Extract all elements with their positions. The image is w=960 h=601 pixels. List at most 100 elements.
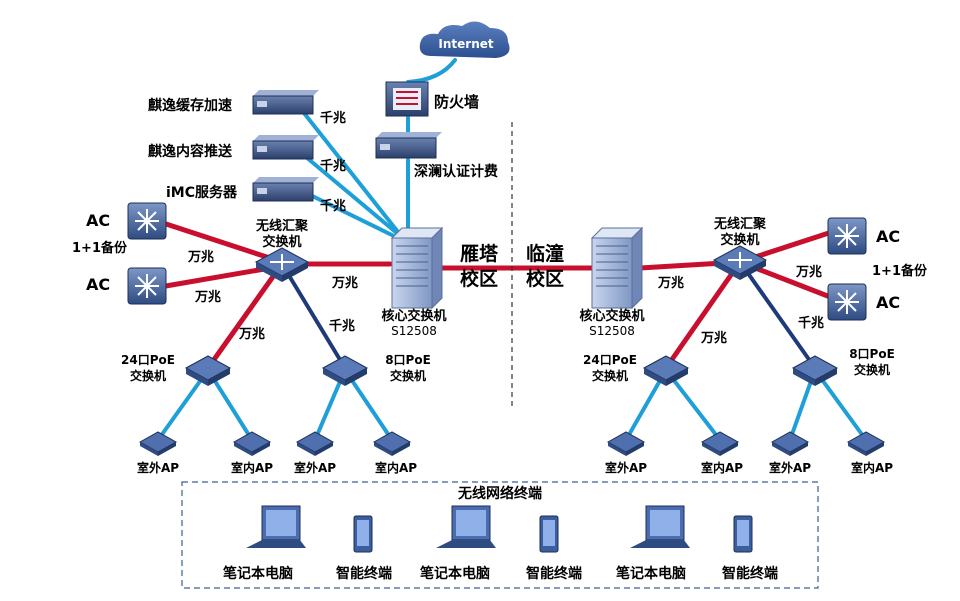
poe24-left-label: 交换机 bbox=[130, 368, 166, 383]
poe8-right-label: 交换机 bbox=[854, 362, 890, 377]
smart-terminal-label: 智能终端 bbox=[525, 565, 582, 582]
ap-link bbox=[813, 368, 868, 442]
server-core-link-2 bbox=[298, 150, 400, 236]
smart-terminal-icon bbox=[353, 515, 373, 553]
laptop-label: 笔记本电脑 bbox=[223, 565, 293, 582]
campus-right-label: 校区 bbox=[526, 267, 564, 290]
server-link-label-3: 千兆 bbox=[320, 198, 346, 214]
access-point-icon bbox=[138, 431, 178, 456]
internet-label: Internet bbox=[438, 37, 493, 51]
poe24-right-label: 24口PoE bbox=[583, 353, 637, 367]
ac-right-bottom-icon bbox=[827, 283, 867, 321]
ap-outdoor-label: 室外AP bbox=[605, 460, 647, 475]
server-link-label-1: 千兆 bbox=[320, 110, 346, 126]
internet-firewall-link bbox=[406, 58, 457, 84]
agg-switch-left-icon bbox=[254, 247, 310, 282]
laptop-icon bbox=[246, 505, 306, 548]
ap-indoor-label: 室内AP bbox=[375, 460, 417, 475]
link-label-10g: 万兆 bbox=[700, 330, 727, 346]
backup-left-label: 1+1备份 bbox=[72, 240, 128, 256]
server-push-icon bbox=[252, 135, 319, 160]
ap-indoor-label: 室内AP bbox=[231, 460, 273, 475]
firewall-label: 防火墙 bbox=[434, 93, 479, 111]
ac-left-top-icon bbox=[127, 202, 167, 240]
ap-outdoor-label: 室外AP bbox=[294, 460, 336, 475]
poe8-right-label: 8口PoE bbox=[849, 347, 895, 361]
ac-left-bottom-label: AC bbox=[86, 275, 110, 294]
poe8-left-label: 交换机 bbox=[390, 368, 426, 383]
access-point-icon bbox=[846, 431, 886, 456]
auth-label: 深澜认证计费 bbox=[414, 163, 498, 180]
ap-outdoor-label: 室外AP bbox=[137, 460, 179, 475]
access-point-icon bbox=[232, 431, 272, 456]
ac-left-top-label: AC bbox=[86, 211, 110, 230]
agg-switch-right-label: 交换机 bbox=[720, 232, 759, 248]
agg-poe24-left-link bbox=[205, 261, 285, 371]
link-label-10g: 万兆 bbox=[187, 249, 214, 265]
server-label-3: iMC服务器 bbox=[166, 184, 238, 201]
ac-left-bottom-icon bbox=[127, 267, 167, 305]
link-label-1g: 千兆 bbox=[798, 315, 824, 331]
server-core-link-3 bbox=[298, 188, 400, 240]
poe24-left-icon bbox=[184, 355, 232, 386]
campus-left-label: 雁塔 bbox=[460, 242, 499, 265]
ac-right-bottom-label: AC bbox=[876, 293, 900, 312]
poe8-right-icon bbox=[791, 355, 839, 386]
campus-left-label: 校区 bbox=[460, 267, 498, 290]
core-switch-left-icon bbox=[390, 226, 444, 310]
agg-switch-right-label: 无线汇聚 bbox=[713, 216, 767, 232]
server-label-1: 麒逸缓存加速 bbox=[148, 97, 232, 114]
server-imc-icon bbox=[252, 177, 319, 202]
access-point-icon bbox=[295, 431, 335, 456]
laptop-label: 笔记本电脑 bbox=[616, 565, 686, 582]
poe24-right-icon bbox=[642, 355, 690, 386]
link-label-1g: 千兆 bbox=[329, 318, 355, 334]
terminal-box bbox=[181, 481, 819, 589]
firewall-icon bbox=[385, 81, 429, 117]
agg-switch-right-icon bbox=[712, 245, 768, 280]
poe24-right-label: 交换机 bbox=[592, 368, 628, 383]
ac-right-top-label: AC bbox=[876, 227, 900, 246]
laptop-label: 笔记本电脑 bbox=[420, 565, 490, 582]
core-switch-right-icon bbox=[590, 226, 644, 310]
access-point-icon bbox=[372, 431, 412, 456]
poe8-left-icon bbox=[321, 355, 369, 386]
server-core-link-1 bbox=[298, 106, 400, 234]
ac-right-top-icon bbox=[827, 217, 867, 255]
agg-switch-left-label: 无线汇聚 bbox=[255, 218, 309, 234]
agg-poe8-left-link bbox=[280, 262, 347, 370]
link-label-10g: 万兆 bbox=[657, 275, 684, 291]
ap-indoor-label: 室内AP bbox=[701, 460, 743, 475]
agg-poe8-right-link bbox=[738, 260, 817, 370]
core-right-label: 核心交换机 bbox=[579, 308, 644, 324]
smart-terminal-icon bbox=[733, 515, 753, 553]
poe24-left-label: 24口PoE bbox=[121, 353, 175, 367]
ac1-agg-left-link bbox=[157, 219, 285, 265]
link-label-10g: 万兆 bbox=[194, 289, 221, 305]
ap-outdoor-label: 室外AP bbox=[769, 460, 811, 475]
ap-link bbox=[664, 368, 722, 442]
link-label-10g: 万兆 bbox=[795, 264, 822, 280]
campus-right-label: 临潼 bbox=[526, 242, 564, 265]
auth-server-icon bbox=[375, 132, 442, 159]
laptop-icon bbox=[630, 505, 690, 548]
server-cache-icon bbox=[252, 90, 319, 115]
links bbox=[156, 58, 868, 442]
smart-terminal-icon bbox=[539, 515, 559, 553]
server-label-2: 麒逸内容推送 bbox=[148, 143, 233, 160]
smart-terminal-label: 智能终端 bbox=[721, 565, 778, 582]
smart-terminal-label: 智能终端 bbox=[335, 565, 392, 582]
internet-cloud: Internet bbox=[419, 21, 510, 59]
ap-link bbox=[156, 368, 210, 442]
server-link-label-2: 千兆 bbox=[320, 158, 346, 174]
core-left-label: 核心交换机 bbox=[381, 308, 446, 324]
backup-right-label: 1+1备份 bbox=[872, 263, 928, 279]
terminal-box-title: 无线网络终端 bbox=[457, 485, 542, 502]
link-label-10g: 万兆 bbox=[331, 275, 358, 291]
access-point-icon bbox=[606, 431, 646, 456]
core-right-model: S12508 bbox=[589, 324, 635, 338]
access-point-icon bbox=[770, 431, 810, 456]
poe8-left-label: 8口PoE bbox=[385, 353, 431, 367]
link-label-10g: 万兆 bbox=[238, 326, 265, 342]
